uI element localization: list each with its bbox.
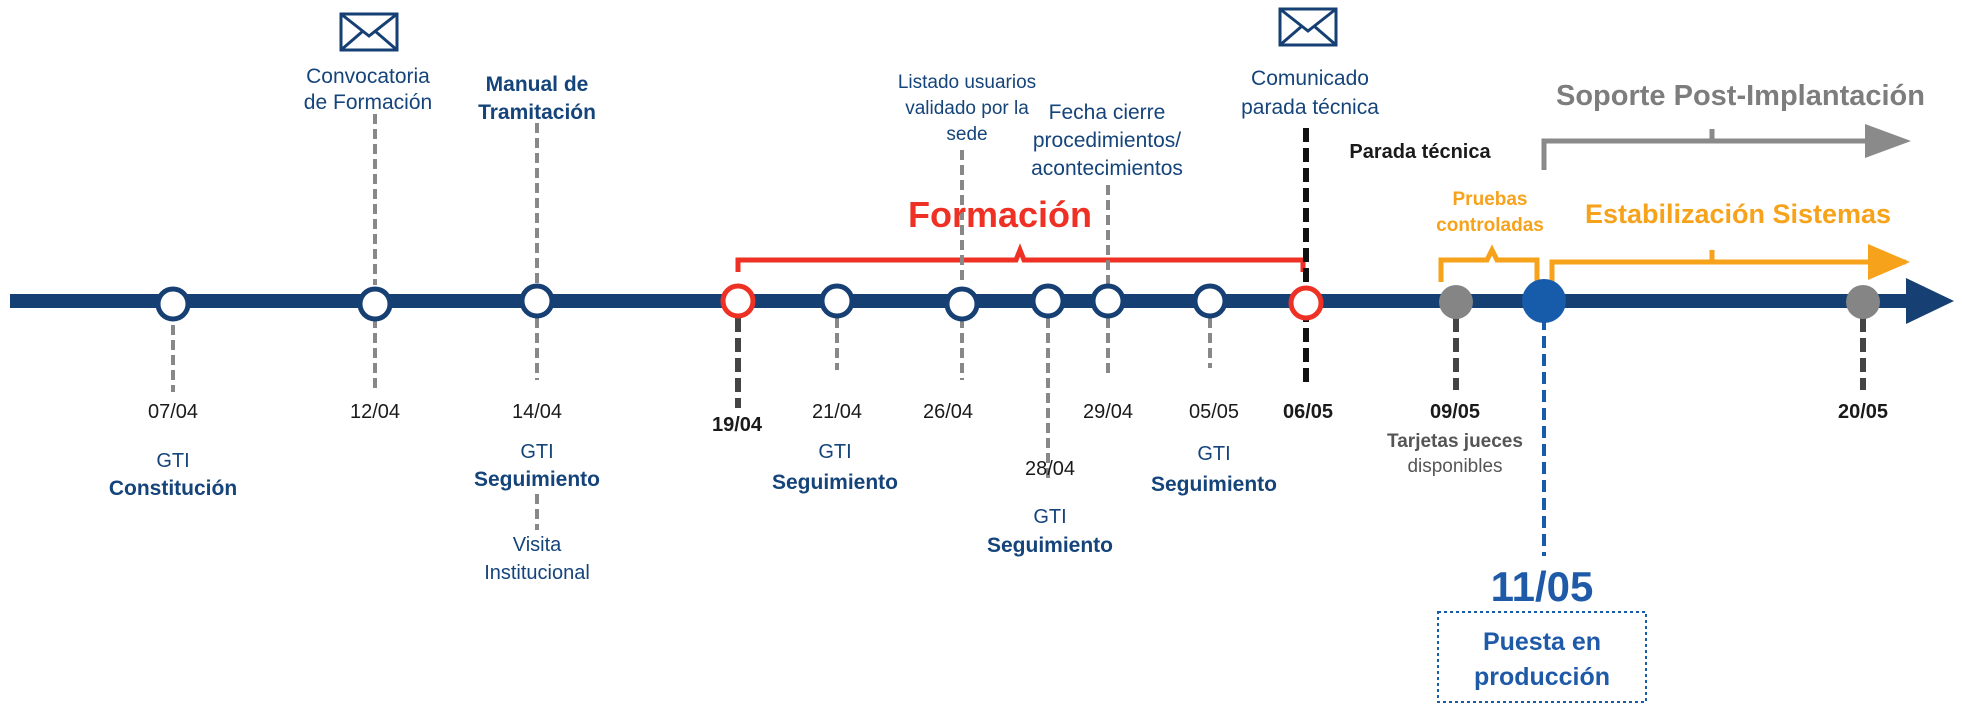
visita-line1: Visita <box>512 534 562 556</box>
milestone-0605 <box>1288 285 1324 321</box>
date-2904: 29/04 <box>1082 401 1134 423</box>
milestone-0905 <box>1439 285 1473 319</box>
timeline-arrowhead <box>1906 278 1954 324</box>
date-2104: 21/04 <box>811 401 863 423</box>
tarjetas-line2: disponibles <box>1407 456 1503 477</box>
pruebas-bracket <box>1438 244 1540 282</box>
visita-line2: Institucional <box>484 562 590 584</box>
date-1204: 12/04 <box>349 401 401 423</box>
milestone-0704 <box>155 286 191 322</box>
estabilizacion-label: Estabilización Sistemas <box>1584 199 1892 229</box>
convocatoria-line1: Convocatoria <box>306 65 430 88</box>
date-1105: 11/05 <box>1490 563 1594 610</box>
milestone-1204 <box>357 286 393 322</box>
soporte-arrowhead <box>1865 124 1911 158</box>
date-2005: 20/05 <box>1837 401 1889 423</box>
comunicado-line1: Comunicado <box>1251 67 1369 90</box>
gti-2804: GTI <box>1033 506 1067 528</box>
milestone-2804 <box>1030 283 1066 319</box>
milestone-0505 <box>1192 283 1228 319</box>
formacion-bracket <box>735 243 1306 272</box>
listado-line2: validado por la <box>905 98 1029 119</box>
milestone-1105 <box>1522 279 1566 323</box>
fecha-line2: procedimientos/ <box>1032 129 1182 152</box>
date-0704: 07/04 <box>147 401 199 423</box>
fecha-line3: acontecimientos <box>1031 157 1183 180</box>
estabilizacion-arrowhead <box>1868 244 1910 280</box>
seguimiento-2804: Seguimiento <box>986 534 1113 557</box>
date-1404: 14/04 <box>511 401 563 423</box>
produccion-box <box>1437 611 1647 703</box>
estabilizacion-arrow-line <box>1549 259 1906 282</box>
soporte-arrow-line <box>1541 138 1870 170</box>
envelope-icon <box>1278 7 1338 47</box>
seguimiento-2104: Seguimiento <box>771 471 898 494</box>
gti-0505: GTI <box>1197 443 1231 465</box>
produccion-line1: Puesta en <box>1482 628 1602 656</box>
milestone-1404 <box>519 283 555 319</box>
formacion-label: Formación <box>907 194 1093 235</box>
milestone-1904 <box>720 283 756 319</box>
envelope-icon <box>339 12 399 52</box>
pruebas-line2: controladas <box>1436 215 1544 236</box>
convocatoria-line2: de Formación <box>303 91 433 114</box>
date-1904: 19/04 <box>711 414 763 436</box>
parada-tecnica-label: Parada técnica <box>1349 141 1491 163</box>
milestone-2604 <box>944 286 980 322</box>
produccion-line2: producción <box>1473 663 1611 691</box>
date-2804: 28/04 <box>1024 458 1076 480</box>
date-0905: 09/05 <box>1429 401 1481 423</box>
constitucion-label: Constitución <box>108 477 238 500</box>
milestone-2104 <box>819 283 855 319</box>
gti-1404: GTI <box>520 441 554 463</box>
milestone-2005 <box>1846 285 1880 319</box>
comunicado-line2: parada técnica <box>1241 96 1379 119</box>
seguimiento-1404: Seguimiento <box>473 468 600 491</box>
pruebas-line1: Pruebas <box>1452 189 1528 210</box>
milestone-2904 <box>1090 283 1126 319</box>
manual-line2: Tramitación <box>478 101 596 124</box>
seguimiento-0505: Seguimiento <box>1150 473 1277 496</box>
listado-line1: Listado usuarios <box>897 72 1037 93</box>
date-2604: 26/04 <box>922 401 974 423</box>
gti-2104: GTI <box>818 441 852 463</box>
date-0505: 05/05 <box>1188 401 1240 423</box>
soporte-label: Soporte Post-Implantación <box>1556 80 1925 112</box>
gti-0704: GTI <box>156 450 190 472</box>
date-0605: 06/05 <box>1282 401 1334 423</box>
listado-line3: sede <box>946 124 988 145</box>
manual-line1: Manual de <box>485 73 589 96</box>
tarjetas-line1: Tarjetas jueces <box>1387 431 1523 452</box>
fecha-line1: Fecha cierre <box>1048 101 1166 124</box>
